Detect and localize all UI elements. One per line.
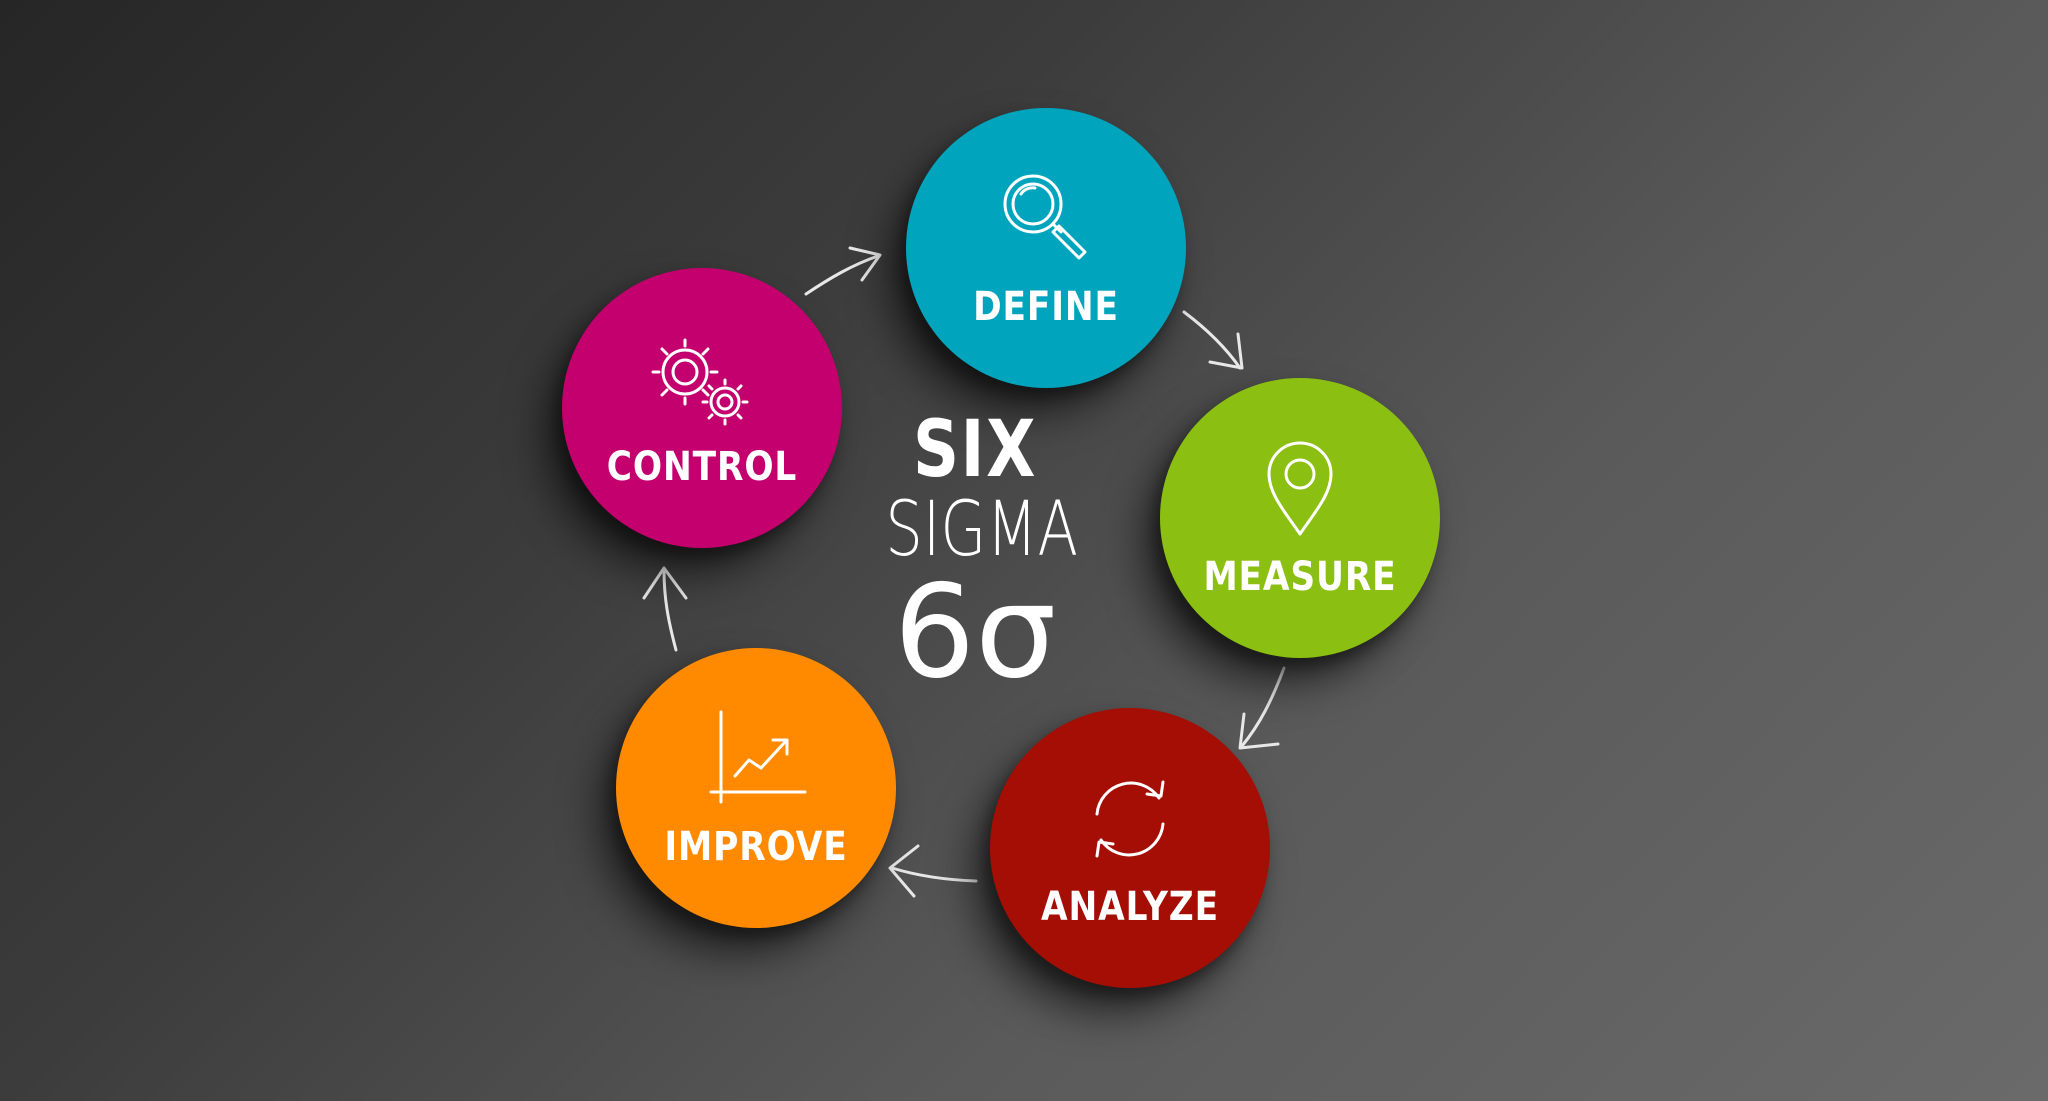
step-define[interactable]: DEFINE bbox=[906, 108, 1186, 388]
step-improve-label: IMPROVE bbox=[664, 824, 848, 870]
step-analyze[interactable]: ANALYZE bbox=[990, 708, 1270, 988]
step-control-label: CONTROL bbox=[606, 444, 798, 490]
arrow-measure-to-analyze bbox=[1238, 666, 1286, 750]
gears-icon bbox=[651, 338, 749, 426]
step-improve[interactable]: IMPROVE bbox=[616, 648, 896, 928]
six-sigma-title: SIX SIGMA 6σ bbox=[860, 410, 1090, 698]
step-control[interactable]: CONTROL bbox=[562, 268, 842, 548]
step-measure[interactable]: MEASURE bbox=[1160, 378, 1440, 658]
arrow-analyze-to-improve bbox=[888, 844, 978, 898]
title-six-sigma-symbol: 6σ bbox=[893, 558, 1057, 707]
growth-chart-icon bbox=[709, 710, 807, 804]
title-six: SIX bbox=[912, 405, 1038, 495]
arrow-define-to-measure bbox=[1182, 310, 1244, 370]
step-analyze-label: ANALYZE bbox=[1041, 884, 1219, 930]
title-sigma: SIGMA bbox=[885, 484, 1079, 573]
step-define-label: DEFINE bbox=[973, 284, 1119, 330]
arrow-improve-to-control bbox=[642, 566, 688, 652]
step-measure-label: MEASURE bbox=[1203, 554, 1397, 600]
arrow-control-to-define bbox=[804, 246, 882, 296]
magnifier-icon bbox=[1003, 174, 1087, 260]
location-pin-icon bbox=[1267, 441, 1333, 536]
refresh-cycle-icon bbox=[1095, 780, 1165, 858]
